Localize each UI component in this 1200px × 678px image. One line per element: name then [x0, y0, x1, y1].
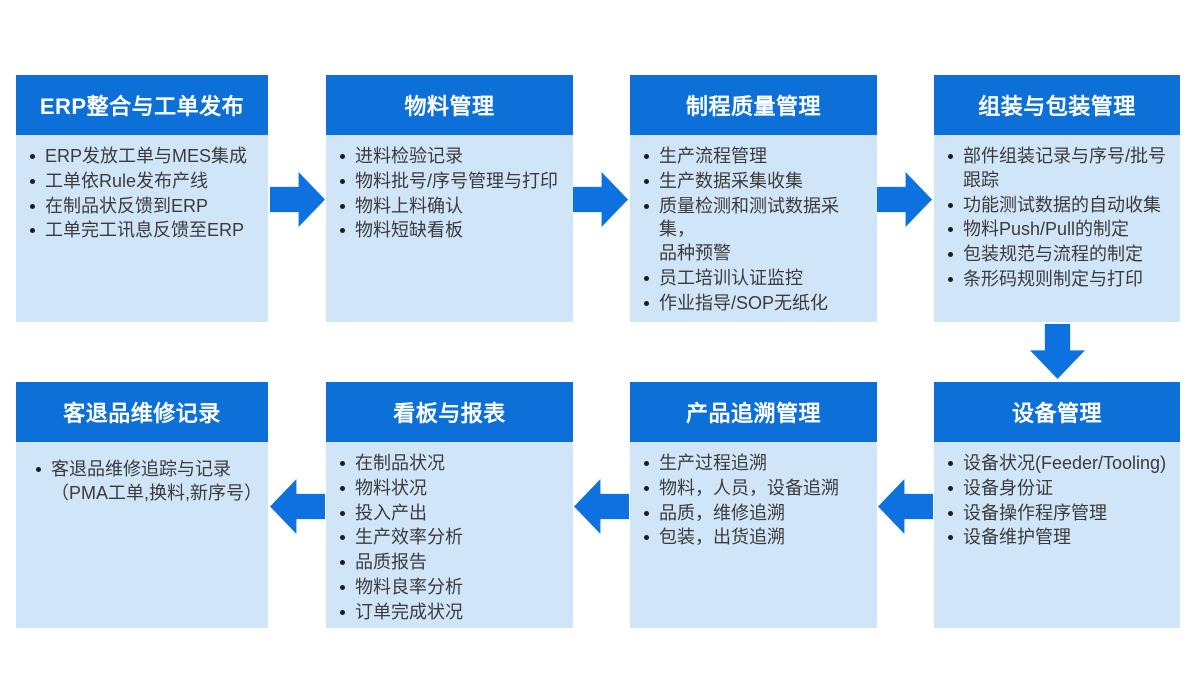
module-item: 投入产出 — [336, 502, 565, 526]
module-item: 物料良率分析 — [336, 576, 565, 600]
module-item-list: ERP发放工单与MES集成 工单依Rule发布产线 在制品状反馈到ERP 工单完… — [16, 135, 268, 322]
module-item: 物料Push/Pull的制定 — [944, 218, 1172, 242]
module-item: 品质报告 — [336, 551, 565, 575]
module-item: ERP发放工单与MES集成 — [26, 145, 260, 169]
module-item: 订单完成状况 — [336, 601, 565, 625]
module-item-list: 设备状况(Feeder/Tooling) 设备身份证 设备操作程序管理 设备维护… — [934, 442, 1180, 628]
module-title: 产品追溯管理 — [630, 382, 877, 442]
flow-arrow-right-icon — [270, 172, 325, 227]
module-item: 包装规范与流程的制定 — [944, 243, 1172, 267]
module-item-list: 生产过程追溯 物料，人员，设备追溯 品质，维修追溯 包装，出货追溯 — [630, 442, 877, 628]
module-item: 物料状况 — [336, 477, 565, 501]
module-item: 作业指导/SOP无纸化 — [640, 292, 869, 316]
module-kanban-reports: 看板与报表 在制品状况 物料状况 投入产出 生产效率分析 品质报告 物料良率分析… — [326, 382, 573, 628]
module-item: 在制品状况 — [336, 452, 565, 476]
flow-arrow-left-icon — [270, 479, 325, 534]
module-item: 设备操作程序管理 — [944, 502, 1172, 526]
module-item: 设备维护管理 — [944, 526, 1172, 550]
module-item: 生产数据采集收集 — [640, 170, 869, 194]
module-item: 部件组装记录与序号/批号 跟踪 — [944, 145, 1172, 193]
module-item: 生产过程追溯 — [640, 452, 869, 476]
module-item: 设备身份证 — [944, 477, 1172, 501]
flow-arrow-left-icon — [574, 479, 629, 534]
module-item: 物料，人员，设备追溯 — [640, 477, 869, 501]
module-assembly-packaging: 组装与包装管理 部件组装记录与序号/批号 跟踪 功能测试数据的自动收集 物料Pu… — [934, 75, 1180, 322]
module-item: 物料短缺看板 — [336, 219, 565, 243]
module-item: 物料批号/序号管理与打印 — [336, 170, 565, 194]
module-title: 设备管理 — [934, 382, 1180, 442]
module-item: 在制品状反馈到ERP — [26, 195, 260, 219]
module-title: 物料管理 — [326, 75, 573, 135]
module-item: 生产效率分析 — [336, 526, 565, 550]
module-item: 包装，出货追溯 — [640, 526, 869, 550]
module-item: 客退品维修追踪与记录 （PMA工单,换料,新序号） — [32, 458, 262, 506]
module-process-quality: 制程质量管理 生产流程管理 生产数据采集收集 质量检测和测试数据采集， 品种预警… — [630, 75, 877, 322]
module-item: 设备状况(Feeder/Tooling) — [944, 452, 1172, 476]
module-item: 条形码规则制定与打印 — [944, 268, 1172, 292]
module-item: 进料检验记录 — [336, 145, 565, 169]
module-item-list: 生产流程管理 生产数据采集收集 质量检测和测试数据采集， 品种预警 员工培训认证… — [630, 135, 877, 322]
module-title: 看板与报表 — [326, 382, 573, 442]
module-item: 员工培训认证监控 — [640, 267, 869, 291]
module-erp-workorder: ERP整合与工单发布 ERP发放工单与MES集成 工单依Rule发布产线 在制品… — [16, 75, 268, 322]
flow-arrow-down-icon — [1030, 324, 1085, 379]
module-item-list: 客退品维修追踪与记录 （PMA工单,换料,新序号） — [16, 442, 268, 628]
module-item-list: 在制品状况 物料状况 投入产出 生产效率分析 品质报告 物料良率分析 订单完成状… — [326, 442, 573, 628]
module-item: 质量检测和测试数据采集， 品种预警 — [640, 195, 869, 266]
module-material: 物料管理 进料检验记录 物料批号/序号管理与打印 物料上料确认 物料短缺看板 — [326, 75, 573, 322]
module-title: 客退品维修记录 — [16, 382, 268, 442]
module-item: 功能测试数据的自动收集 — [944, 194, 1172, 218]
flow-arrow-left-icon — [878, 479, 933, 534]
module-item: 物料上料确认 — [336, 195, 565, 219]
module-title: 组装与包装管理 — [934, 75, 1180, 135]
module-product-traceability: 产品追溯管理 生产过程追溯 物料，人员，设备追溯 品质，维修追溯 包装，出货追溯 — [630, 382, 877, 628]
module-item: 工单完工讯息反馈至ERP — [26, 219, 260, 243]
module-item-list: 部件组装记录与序号/批号 跟踪 功能测试数据的自动收集 物料Push/Pull的… — [934, 135, 1180, 322]
flow-arrow-right-icon — [573, 172, 628, 227]
module-item: 生产流程管理 — [640, 145, 869, 169]
flow-arrow-right-icon — [877, 172, 932, 227]
module-item: 品质，维修追溯 — [640, 502, 869, 526]
module-equipment: 设备管理 设备状况(Feeder/Tooling) 设备身份证 设备操作程序管理… — [934, 382, 1180, 628]
module-title: 制程质量管理 — [630, 75, 877, 135]
module-customer-return-repair: 客退品维修记录 客退品维修追踪与记录 （PMA工单,换料,新序号） — [16, 382, 268, 628]
module-title: ERP整合与工单发布 — [16, 75, 268, 135]
module-item-list: 进料检验记录 物料批号/序号管理与打印 物料上料确认 物料短缺看板 — [326, 135, 573, 322]
module-item: 工单依Rule发布产线 — [26, 170, 260, 194]
